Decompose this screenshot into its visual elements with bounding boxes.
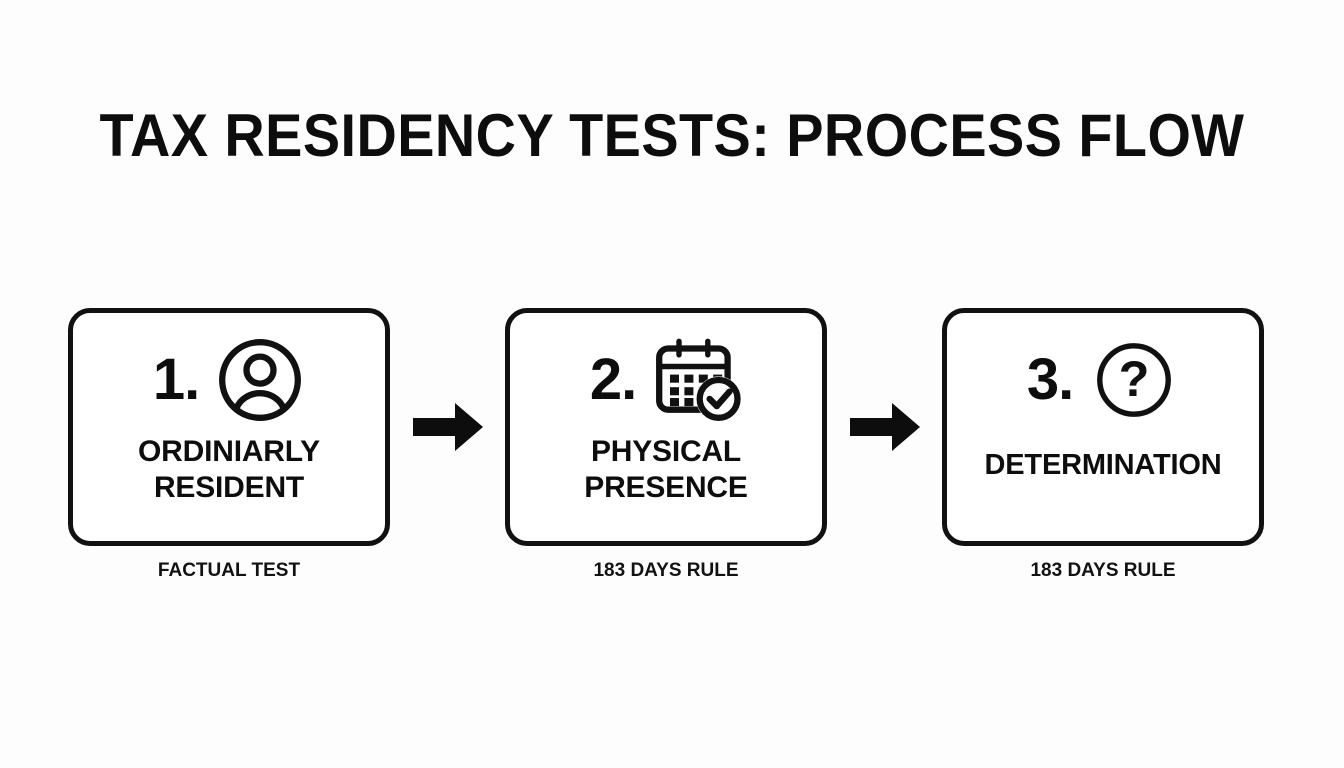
- step-number-3: 3.: [1026, 347, 1074, 412]
- step-card-2-header: 2.: [505, 334, 827, 426]
- step-card-1[interactable]: [68, 308, 390, 546]
- flow-step-2[interactable]: 2.: [505, 308, 827, 581]
- step-caption-3: 183 DAYS RULE: [1030, 560, 1176, 581]
- question-circle-icon: ?: [1089, 335, 1179, 425]
- arrow-right-icon: [848, 399, 922, 455]
- step-card-3-header: 3. ?: [942, 334, 1264, 426]
- flow-step-1[interactable]: 1. ORDINIARLY RESIDENT FACTUAL TEST: [68, 308, 390, 581]
- step-caption-1: FACTUAL TEST: [157, 560, 301, 581]
- svg-text:?: ?: [1119, 350, 1150, 407]
- step-caption-2: 183 DAYS RULE: [593, 560, 739, 581]
- step-number-1: 1.: [152, 347, 200, 412]
- flow-step-3[interactable]: 3. ? DETERMINATION 183 DAYS RULE: [942, 308, 1264, 581]
- step-label-2: PHYSICAL PRESENCE: [584, 435, 748, 504]
- step-label-3: DETERMINATION: [984, 449, 1222, 481]
- person-circle-icon: [215, 335, 305, 425]
- arrow-right-icon: [411, 399, 485, 455]
- step-card-1-header: 1.: [68, 334, 390, 426]
- step-card-3[interactable]: [942, 308, 1264, 546]
- page-title: TAX RESIDENCY TESTS: PROCESS FLOW: [99, 102, 1245, 169]
- process-flow-row: 1. ORDINIARLY RESIDENT FACTUAL TEST: [68, 308, 1264, 581]
- step-number-2: 2.: [589, 347, 637, 412]
- calendar-check-icon: [652, 335, 742, 425]
- step-label-1: ORDINIARLY RESIDENT: [138, 435, 320, 504]
